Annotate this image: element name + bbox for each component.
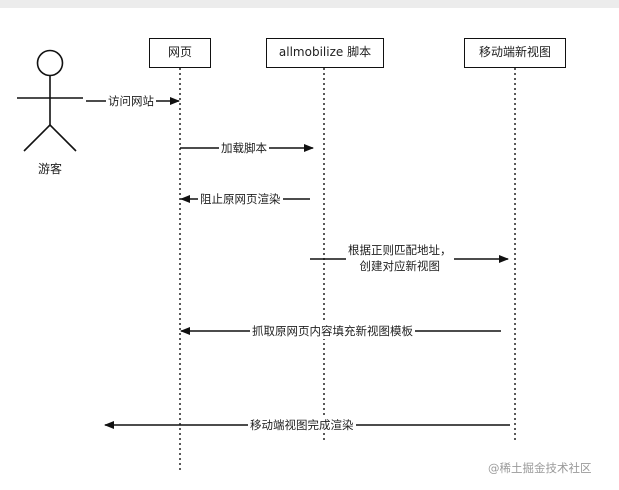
message-render-complete: 移动端视图完成渲染 — [248, 417, 356, 433]
message-visit-site: 访问网站 — [106, 93, 156, 109]
message-fill-template: 抓取原网页内容填充新视图模板 — [250, 323, 415, 339]
participant-allmobilize-script: allmobilize 脚本 — [266, 38, 384, 68]
watermark: @稀土掘金技术社区 — [488, 461, 592, 475]
actor-figure — [17, 49, 83, 152]
actor-left-leg — [23, 124, 51, 152]
actor-label: 游客 — [38, 162, 63, 176]
message-block-render: 阻止原网页渲染 — [198, 191, 283, 207]
message-match-create-view-line-1: 根据正则匹配地址， — [348, 243, 452, 257]
participant-webpage: 网页 — [149, 38, 211, 68]
message-match-create-view: 根据正则匹配地址， 创建对应新视图 — [346, 242, 454, 274]
message-load-script: 加载脚本 — [219, 140, 269, 156]
actor-head — [36, 49, 64, 77]
top-band — [0, 0, 619, 8]
participant-mobile-view: 移动端新视图 — [464, 38, 566, 68]
message-match-create-view-line-2: 创建对应新视图 — [359, 259, 441, 273]
actor-right-leg — [49, 124, 77, 152]
